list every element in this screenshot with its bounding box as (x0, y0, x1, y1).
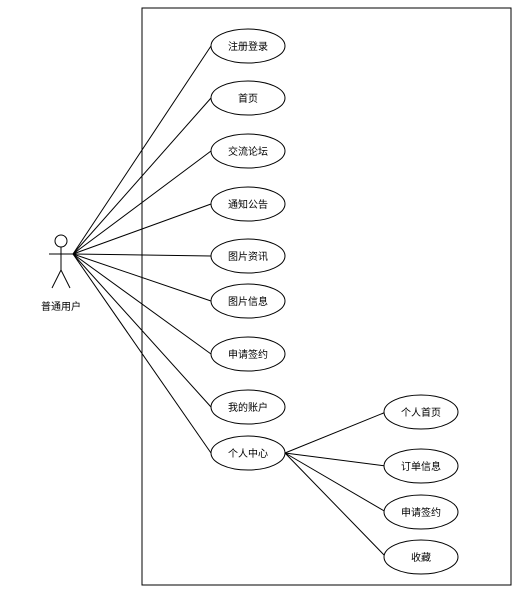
association-line (72, 97, 212, 255)
sub-use-case-label: 收藏 (411, 551, 431, 564)
use-case-ellipse[interactable] (210, 186, 286, 222)
system-boundary (141, 7, 512, 586)
actor-label: 普通用户 (41, 300, 81, 313)
sub-use-case-label: 订单信息 (401, 460, 441, 473)
uc-image-info[interactable]: 图片信息 (210, 283, 286, 319)
uc-apply-sign[interactable]: 申请签约 (210, 336, 286, 372)
association-line (72, 203, 212, 255)
association-line (72, 253, 212, 355)
use-case-label: 图片信息 (228, 295, 268, 308)
use-case-ellipse[interactable] (210, 283, 286, 319)
sub-use-case-ellipse[interactable] (383, 494, 459, 530)
actor-figure (49, 234, 73, 289)
association-line (72, 253, 212, 257)
use-case-label: 申请签约 (228, 348, 268, 361)
use-case-label: 我的账户 (228, 401, 268, 414)
sub-use-case-ellipse[interactable] (383, 394, 459, 430)
uc-favorites[interactable]: 收藏 (383, 539, 459, 575)
actor-head (54, 234, 68, 248)
use-case-ellipse[interactable] (210, 389, 286, 425)
uc-forum[interactable]: 交流论坛 (210, 133, 286, 169)
association-line (72, 253, 212, 302)
uc-sub-apply-sign[interactable]: 申请签约 (383, 494, 459, 530)
association-line (72, 253, 212, 454)
uc-personal-home[interactable]: 个人首页 (383, 394, 459, 430)
association-line (72, 253, 212, 408)
uc-notice[interactable]: 通知公告 (210, 186, 286, 222)
sub-association-line (284, 452, 387, 558)
actor-right-leg (60, 269, 71, 289)
use-case-ellipse[interactable] (210, 238, 286, 274)
use-case-label: 交流论坛 (228, 145, 268, 158)
use-case-label: 注册登录 (228, 40, 268, 53)
sub-use-case-label: 个人首页 (401, 406, 441, 419)
uc-order-info[interactable]: 订单信息 (383, 448, 459, 484)
use-case-label: 通知公告 (228, 198, 268, 211)
association-lines (72, 45, 212, 454)
sub-association-line (284, 452, 387, 467)
use-case-ellipse[interactable] (210, 28, 286, 64)
uc-image-news[interactable]: 图片资讯 (210, 238, 286, 274)
sub-association-lines (284, 411, 387, 558)
use-case-label: 图片资讯 (228, 250, 268, 263)
use-case-ellipse[interactable] (210, 435, 286, 471)
use-case-ellipse[interactable] (210, 80, 286, 116)
sub-use-case-label: 申请签约 (401, 506, 441, 519)
actor-left-leg (51, 269, 62, 289)
use-case-ellipse[interactable] (210, 133, 286, 169)
sub-use-case-ellipse[interactable] (383, 539, 459, 575)
sub-association-line (284, 452, 387, 513)
association-line (72, 150, 212, 255)
uc-personal-center[interactable]: 个人中心 (210, 435, 286, 471)
uc-my-account[interactable]: 我的账户 (210, 389, 286, 425)
use-case-label: 个人中心 (228, 447, 268, 460)
uc-register-login[interactable]: 注册登录 (210, 28, 286, 64)
sub-use-case-ellipse[interactable] (383, 448, 459, 484)
uc-home[interactable]: 首页 (210, 80, 286, 116)
sub-association-line (284, 411, 387, 454)
association-line (72, 45, 212, 255)
use-case-ellipse[interactable] (210, 336, 286, 372)
use-case-label: 首页 (238, 92, 258, 105)
